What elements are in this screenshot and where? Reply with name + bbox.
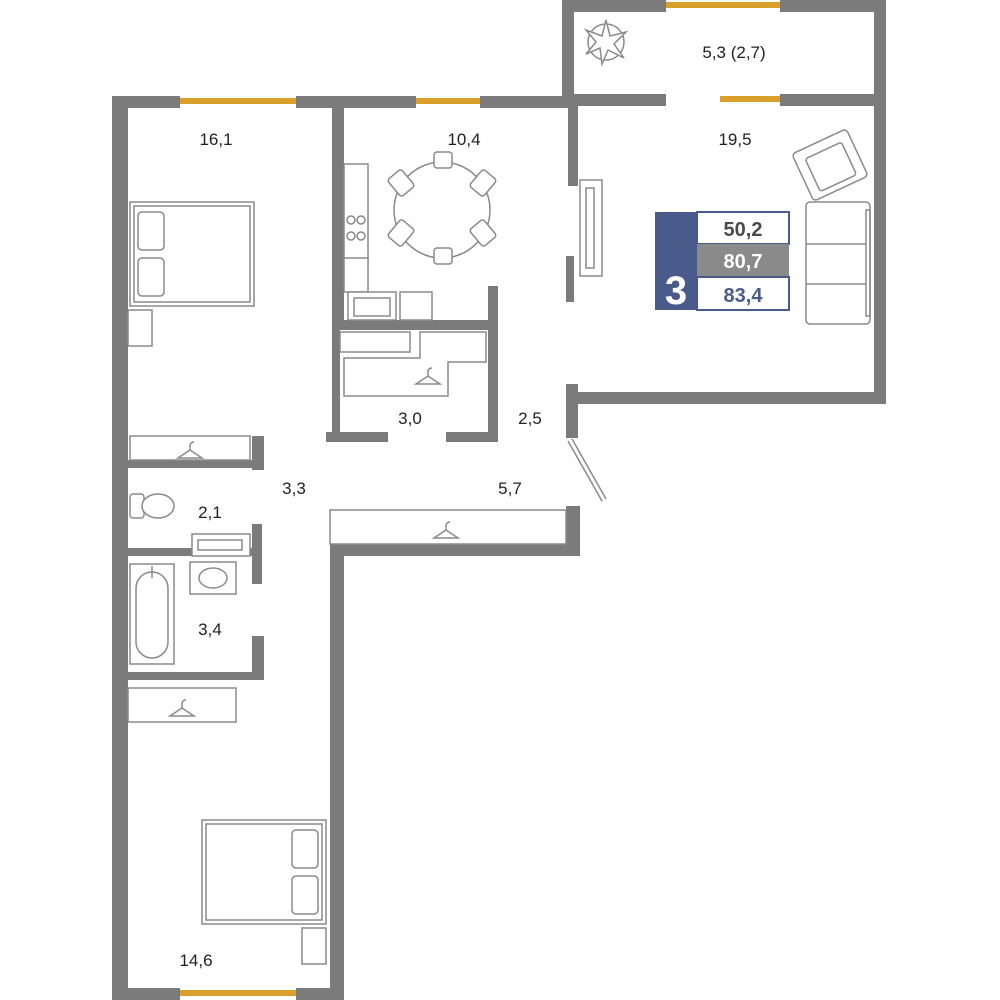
room-label-toilet: 2,1 [198, 503, 222, 522]
bed-icon [201, 819, 327, 965]
wall-balcony-top-a [562, 0, 666, 12]
badge-rooms-count: 3 [665, 269, 687, 313]
window-balcony [666, 2, 780, 8]
room-label-storage: 3,0 [398, 409, 422, 428]
wall-storage-bottom-a [326, 432, 388, 442]
wall-bottom-a [112, 988, 180, 1000]
badge-balcony-bg [696, 276, 790, 311]
armchair-icon [792, 129, 868, 201]
wall-top-kitchen [480, 96, 575, 108]
wall-balcony-right [874, 0, 886, 110]
wall-balcony-top-b [780, 0, 884, 12]
wall-bedroom-bottom [112, 460, 262, 468]
wall-corridor-stub-a [252, 436, 264, 470]
wall-storage-left [332, 320, 340, 440]
badge-total-area-balcony: 83,4 [724, 285, 764, 307]
window-bedroom-top [180, 98, 296, 104]
bathtub-icon [129, 563, 175, 665]
wall-top-left-b [296, 96, 416, 108]
wall-bath-bottom [112, 672, 264, 680]
room-label-hall: 5,7 [498, 479, 522, 498]
badge-total-area: 80,7 [724, 251, 763, 273]
window-bedroom-bottom [180, 990, 296, 996]
window-living [720, 96, 780, 102]
room-label-kitchen: 10,4 [447, 130, 480, 149]
bed-icon [127, 201, 255, 347]
wall-kitchen-left [332, 100, 344, 330]
wall-hall-bottom [330, 544, 580, 556]
wall-storage-right [488, 286, 498, 440]
storage-shelves [339, 331, 487, 397]
wall-bedroom2-right [330, 544, 344, 1000]
dining-table-icon [387, 151, 497, 265]
wall-living-right [874, 100, 886, 404]
stove-icon [343, 163, 433, 321]
room-label-living: 19,5 [718, 130, 751, 149]
sink-icon [189, 561, 237, 595]
wall-wc-bottom [112, 548, 262, 556]
wall-top-left-a [112, 96, 180, 108]
tv-stand-icon [579, 179, 603, 277]
wall-hall-right [566, 506, 580, 556]
room-label-corridor: 3,3 [282, 479, 306, 498]
room-label-bedroom-bottom: 14,6 [179, 951, 212, 970]
wall-storage-bottom-b [446, 432, 498, 442]
hanger-icon [431, 521, 461, 539]
toilet-icon [129, 493, 175, 519]
badge-living-area: 50,2 [724, 219, 763, 241]
wall-balcony-bottom-a [562, 94, 666, 106]
wall-kitchen-living-a [568, 106, 578, 186]
wall-living-door-jamb [566, 384, 578, 438]
window-kitchen [416, 98, 480, 104]
wall-bottom-b [296, 988, 344, 1000]
room-label-bedroom-top: 16,1 [199, 130, 232, 149]
windows [180, 2, 780, 996]
wall-balcony-left [562, 0, 574, 100]
wall-stub-living [566, 256, 574, 302]
wall-living-bottom [570, 392, 886, 404]
hanger-icon [175, 441, 205, 459]
sofa-icon [805, 201, 871, 325]
wall-bath-right [252, 636, 264, 680]
room-label-balcony: 5,3 (2,7) [702, 43, 765, 62]
area-badge: 3 50,2 80,7 83,4 [655, 211, 790, 313]
plant-icon [583, 19, 629, 67]
wardrobe-hall [329, 509, 567, 545]
badge-rooms-bg [655, 212, 697, 310]
hanger-icon [167, 699, 197, 717]
badge-total-bg [697, 244, 789, 277]
room-label-bathroom: 3,4 [198, 620, 222, 639]
wall-kitchen-bottom [332, 320, 492, 330]
wall-balcony-bottom-b [780, 94, 886, 106]
walls [112, 0, 886, 1000]
hanger-icon [413, 367, 443, 385]
room-label-hall-small: 2,5 [518, 409, 542, 428]
